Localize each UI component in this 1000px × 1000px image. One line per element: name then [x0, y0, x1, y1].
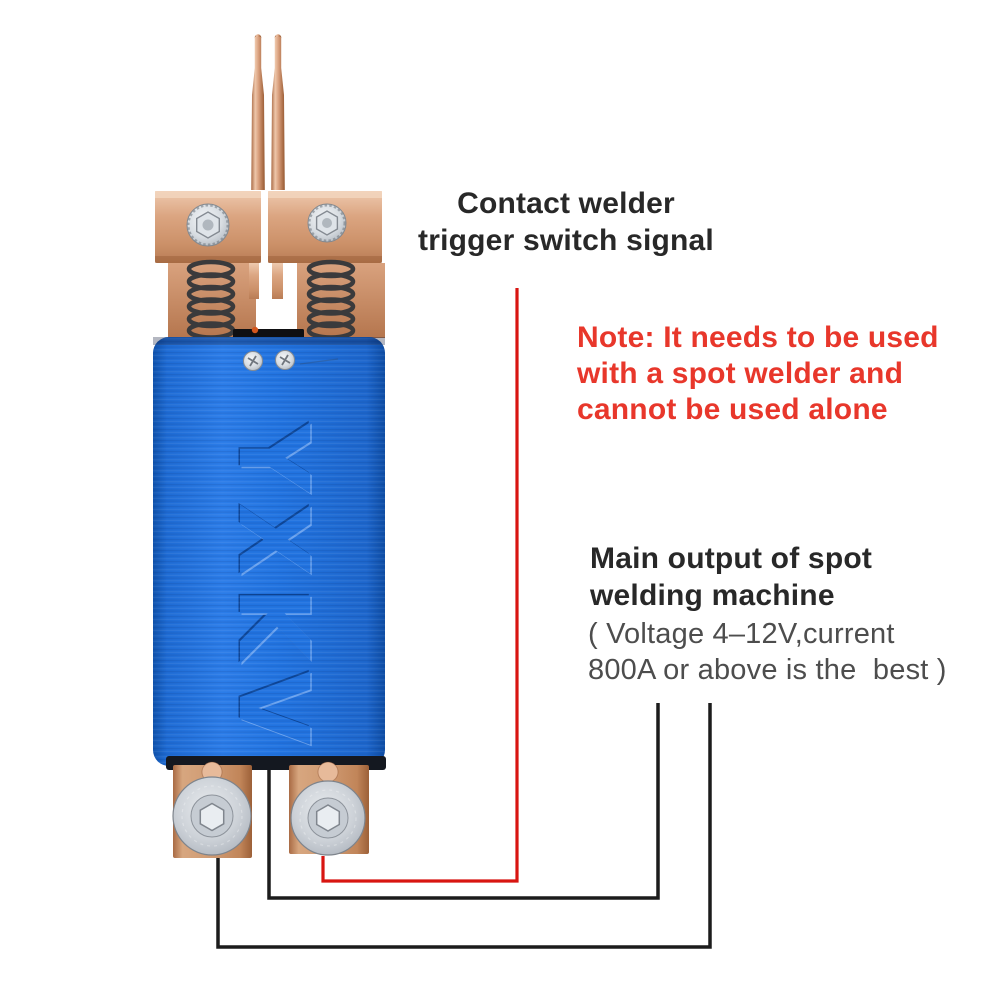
pen-body: YXKV YXKV YXKV [153, 337, 385, 766]
electrode-needles [251, 34, 285, 190]
trigger-label-line-2: trigger switch signal [418, 224, 714, 257]
note-line-3: cannot be used alone [577, 393, 888, 426]
left-block-shadow [155, 256, 261, 263]
note-line-1: Note: It needs to be used [577, 321, 939, 354]
label-trigger-signal: Contact welder trigger switch signal [416, 185, 716, 259]
label-note: Note: It needs to be used with a spot we… [577, 320, 939, 428]
spot-welding-pen: YXKV YXKV YXKV [153, 34, 386, 858]
label-main-output-detail: ( Voltage 4–12V,current 800A or above is… [588, 616, 947, 688]
left-block-bevel [155, 191, 261, 198]
left-hex-screw [186, 203, 230, 247]
right-needle [271, 37, 285, 190]
main-output-detail-line-1: ( Voltage 4–12V,current [588, 618, 895, 650]
right-body-screw [275, 350, 295, 370]
right-block-shadow [268, 256, 382, 263]
switch-indicator-dot [251, 326, 259, 334]
right-spring-seat [317, 761, 339, 783]
trigger-label-line-1: Contact welder [457, 187, 675, 220]
left-body-screw [243, 351, 263, 371]
right-block-bevel [268, 191, 382, 198]
left-needle [251, 37, 265, 190]
main-output-detail-line-2: 800A or above is the best ) [588, 654, 947, 686]
scratch-mark [299, 358, 339, 365]
left-center-tab [249, 263, 259, 299]
spring-section [168, 259, 385, 340]
electrode-clamp-blocks [155, 191, 382, 263]
output-terminals [166, 756, 386, 858]
main-output-heading-line-1: Main output of spot [590, 542, 873, 575]
label-main-output-heading: Main output of spot welding machine [590, 540, 872, 614]
right-hex-screw [307, 203, 347, 243]
annotation-lines [216, 288, 712, 949]
note-line-2: with a spot welder and [577, 357, 904, 390]
right-center-tab [272, 263, 283, 299]
body-rib-texture [153, 337, 385, 766]
right-terminal-bolt [290, 780, 366, 856]
left-terminal-bolt [172, 776, 252, 856]
output-line-left-terminal [216, 703, 712, 949]
main-output-heading-line-2: welding machine [590, 579, 835, 612]
right-spring [306, 259, 356, 340]
output-line-center-terminal [267, 703, 660, 900]
trigger-signal-line [321, 288, 519, 883]
left-spring [186, 259, 236, 340]
